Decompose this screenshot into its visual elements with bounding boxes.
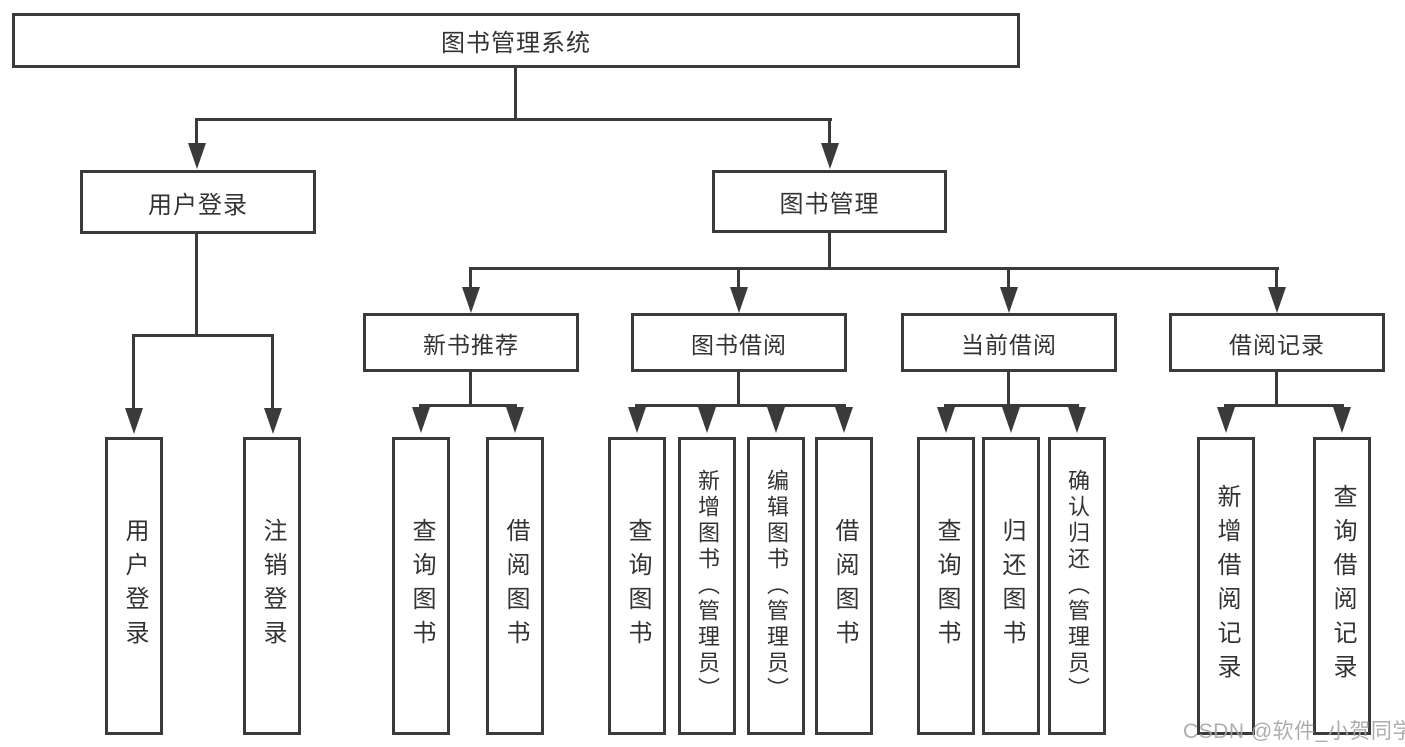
connector-line [1224, 404, 1344, 407]
connector-line [1275, 372, 1278, 407]
connector-line [737, 372, 740, 407]
leaf-logout-label: 注销登录 [259, 518, 286, 654]
connector-line [195, 118, 832, 121]
connector-line [195, 234, 198, 337]
arrow-down-icon [1000, 287, 1018, 313]
leaf-query-books-recommend: 查询图书 [392, 437, 450, 735]
leaf-query-books-borrow: 查询图书 [608, 437, 666, 735]
connector-line [469, 372, 472, 407]
arrow-down-icon [937, 407, 955, 433]
leaf-query-books-current: 查询图书 [917, 437, 975, 735]
connector-line [514, 68, 517, 120]
node-new-book-recommendation: 新书推荐 [363, 313, 579, 372]
leaf-borrow-books: 借阅图书 [815, 437, 873, 735]
connector-line [132, 334, 135, 410]
node-user-login: 用户登录 [80, 170, 316, 234]
connector-line [132, 334, 274, 337]
node-current-borrowing-label: 当前借阅 [961, 331, 1057, 358]
leaf-edit-books-admin: 编辑图书（管理员） [747, 437, 805, 735]
connector-line [195, 118, 198, 146]
leaf-add-books-admin-label: 新增图书（管理员） [695, 469, 720, 703]
leaf-borrow-books-recommend-label: 借阅图书 [502, 518, 529, 654]
connector-line [271, 334, 274, 410]
arrow-down-icon [1217, 407, 1235, 433]
connector-line [1007, 372, 1010, 407]
connector-line [828, 233, 831, 270]
leaf-add-borrow-record: 新增借阅记录 [1197, 437, 1255, 735]
arrow-down-icon [412, 407, 430, 433]
connector-line [635, 404, 846, 407]
leaf-return-books: 归还图书 [982, 437, 1040, 735]
arrow-down-icon [506, 407, 524, 433]
leaf-user-login: 用户登录 [105, 437, 163, 735]
leaf-query-borrow-record-label: 查询借阅记录 [1329, 484, 1356, 688]
arrow-down-icon [125, 408, 143, 434]
connector-line [469, 267, 1279, 270]
arrow-down-icon [1068, 407, 1086, 433]
arrow-down-icon [730, 287, 748, 313]
leaf-query-borrow-record: 查询借阅记录 [1313, 437, 1371, 735]
arrow-down-icon [1268, 287, 1286, 313]
leaf-add-borrow-record-label: 新增借阅记录 [1213, 484, 1240, 688]
node-book-management: 图书管理 [712, 170, 947, 233]
leaf-logout: 注销登录 [243, 437, 301, 735]
arrow-down-icon [188, 143, 206, 169]
arrow-down-icon [264, 408, 282, 434]
leaf-edit-books-admin-label: 编辑图书（管理员） [764, 469, 789, 703]
leaf-query-books-current-label: 查询图书 [933, 518, 960, 654]
watermark: CSDN @软件_小贺同学 [1183, 720, 1405, 743]
leaf-user-login-label: 用户登录 [121, 518, 148, 654]
connector-line [469, 267, 472, 290]
leaf-borrow-books-recommend: 借阅图书 [486, 437, 544, 735]
node-current-borrowing: 当前借阅 [901, 313, 1117, 372]
connector-line [944, 404, 1079, 407]
leaf-add-books-admin: 新增图书（管理员） [678, 437, 736, 735]
node-library-system-label: 图书管理系统 [441, 30, 591, 57]
arrow-down-icon [767, 407, 785, 433]
connector-line [737, 267, 740, 290]
arrow-down-icon [821, 143, 839, 169]
arrow-down-icon [1002, 407, 1020, 433]
arrow-down-icon [835, 407, 853, 433]
connector-line [1007, 267, 1010, 290]
arrow-down-icon [462, 287, 480, 313]
node-book-borrowing-label: 图书借阅 [691, 331, 787, 358]
leaf-confirm-return-admin: 确认归还（管理员） [1048, 437, 1106, 735]
leaf-borrow-books-label: 借阅图书 [831, 518, 858, 654]
arrow-down-icon [1333, 407, 1351, 433]
leaf-return-books-label: 归还图书 [998, 518, 1025, 654]
leaf-confirm-return-admin-label: 确认归还（管理员） [1065, 469, 1090, 703]
leaf-query-books-borrow-label: 查询图书 [624, 518, 651, 654]
node-borrowing-records-label: 借阅记录 [1229, 331, 1325, 358]
arrow-down-icon [698, 407, 716, 433]
connector-line [1275, 267, 1278, 290]
node-library-system: 图书管理系统 [12, 13, 1020, 68]
node-book-management-label: 图书管理 [779, 191, 880, 218]
node-new-book-recommendation-label: 新书推荐 [423, 331, 519, 358]
connector-line [419, 404, 517, 407]
node-user-login-label: 用户登录 [148, 191, 248, 219]
leaf-query-books-recommend-label: 查询图书 [408, 518, 435, 654]
arrow-down-icon [628, 407, 646, 433]
connector-line [828, 118, 831, 146]
node-book-borrowing: 图书借阅 [631, 313, 847, 372]
node-borrowing-records: 借阅记录 [1169, 313, 1385, 372]
